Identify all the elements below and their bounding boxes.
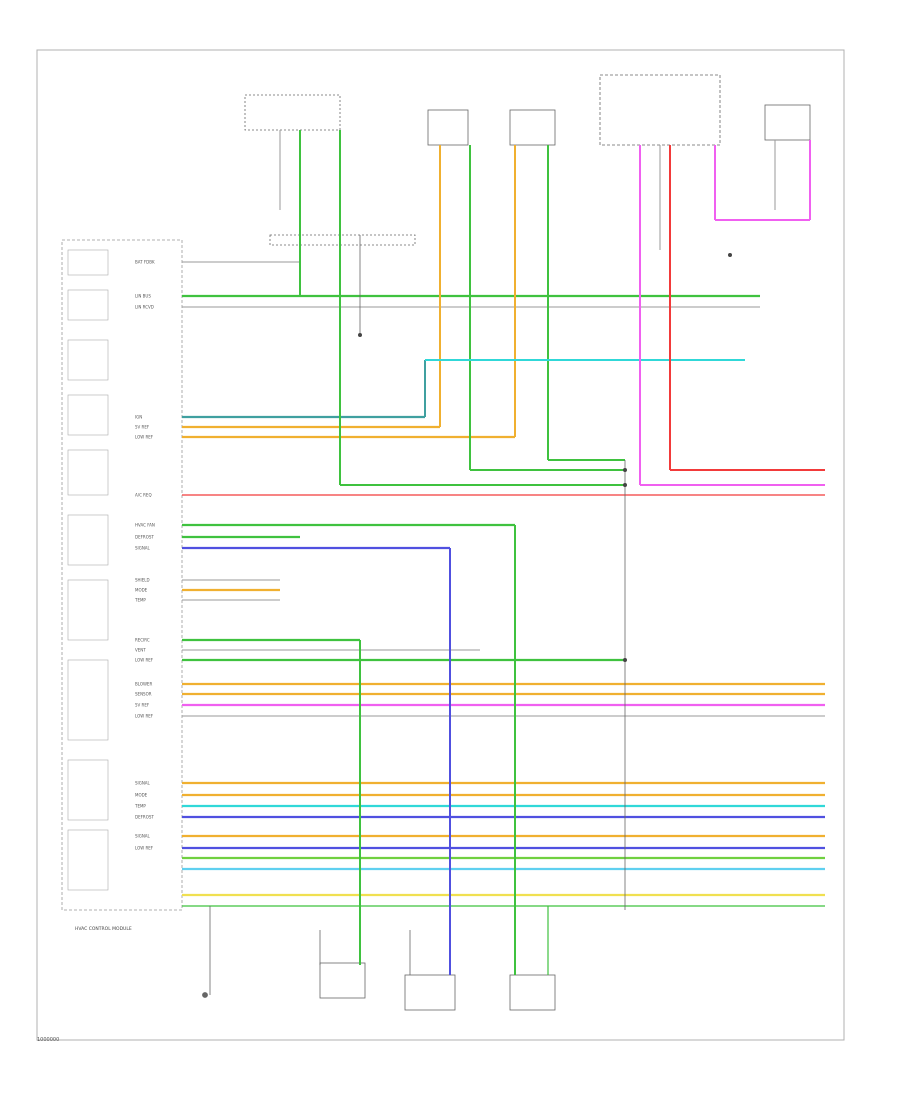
pin-label: A/C REQ <box>135 493 152 498</box>
diagram-code: 1000000 <box>37 1037 60 1043</box>
wire-bundle-vertical <box>209 130 825 995</box>
pin-label: HVAC FAN <box>135 523 155 528</box>
pin-label: DEFROST <box>135 815 154 820</box>
pin-label: SIGNAL <box>135 546 151 551</box>
pin-label: LOW REF <box>135 846 154 851</box>
pin-label: SIGNAL <box>135 834 151 839</box>
splice-points <box>358 253 732 662</box>
pin-label: SHIELD <box>135 578 150 583</box>
pin-label: IGN <box>135 415 142 420</box>
pin-label: BLOWER <box>135 682 152 687</box>
pin-label: LIN RCVD <box>135 305 154 310</box>
pin-label: MODE <box>135 588 148 593</box>
pin-label: BAT FDBK <box>135 260 155 265</box>
pin-label: 5V REF <box>135 425 150 430</box>
hvac-control-module-box <box>61 239 183 911</box>
pin-label: RECIRC <box>135 638 150 643</box>
pin-label: DEFROST <box>135 535 154 540</box>
diagram-border <box>36 49 845 1041</box>
pin-label: LOW REF <box>135 658 154 663</box>
pin-label: LOW REF <box>135 714 154 719</box>
wire-bundle-horizontal <box>182 261 825 907</box>
pin-label: SIGNAL <box>135 781 151 786</box>
pin-label: MODE <box>135 793 148 798</box>
pin-label: 5V REF <box>135 703 150 708</box>
pin-label: LIN BUS <box>135 294 151 299</box>
module-internals <box>67 249 109 891</box>
pin-labels: BAT FDBK LIN BUS LIN RCVD IGN 5V REF LOW REF A… <box>134 260 155 851</box>
pin-label: VENT <box>135 648 146 653</box>
bottom-components <box>202 962 556 1011</box>
pin-label: TEMP <box>134 598 146 603</box>
pin-label: SENSOR <box>135 692 152 697</box>
pin-label: LOW REF <box>135 435 154 440</box>
pin-label: TEMP <box>134 804 146 809</box>
hvac-module-label: HVAC CONTROL MODULE <box>75 926 132 932</box>
